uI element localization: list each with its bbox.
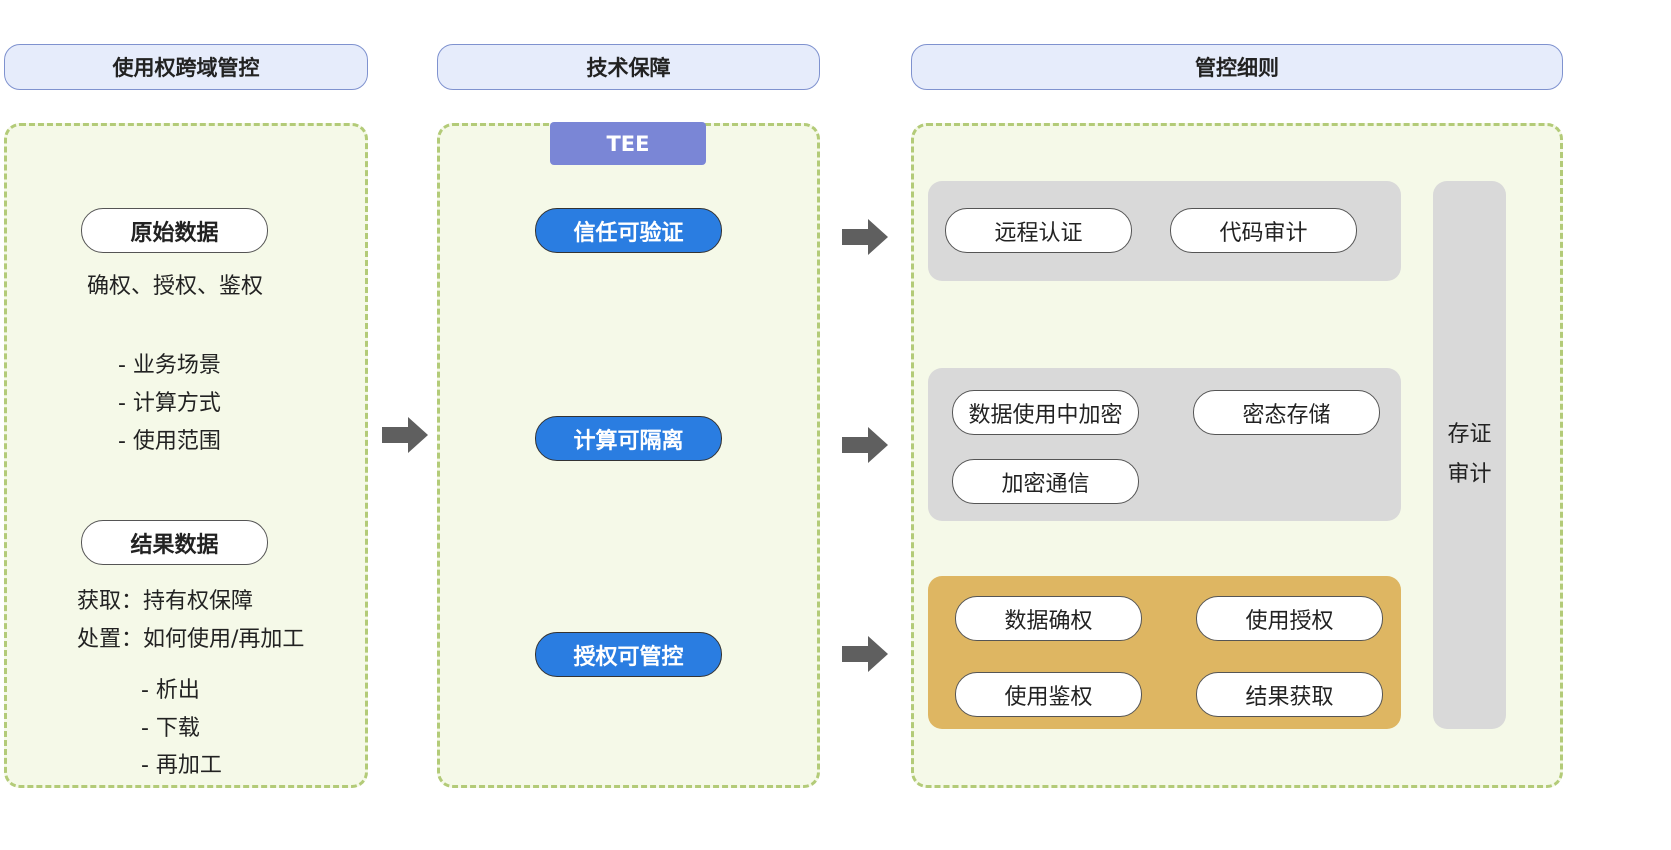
compute-isolation: 计算可隔离 [535, 416, 722, 461]
raw-data-label: 原始数据 [81, 208, 268, 253]
arrow-right-icon [842, 427, 888, 463]
evidence-audit-bar: 存证 审计 [1433, 181, 1506, 729]
evidence-text: 存证 [1447, 422, 1492, 447]
result-data-text: 结果数据 [130, 532, 219, 558]
result-data-label: 结果数据 [81, 520, 268, 565]
audit-text: 审计 [1447, 462, 1492, 487]
remote-attestation-text: 远程认证 [994, 220, 1083, 246]
data-in-use-encryption-text: 数据使用中加密 [968, 402, 1123, 428]
header-tech-guarantee: 技术保障 [437, 44, 820, 90]
header-tech-guarantee-label: 技术保障 [586, 56, 671, 80]
raw-item: - 使用范围 [118, 429, 221, 454]
result-item: - 析出 [141, 678, 200, 703]
remote-attestation: 远程认证 [945, 208, 1132, 253]
auth-controllable: 授权可管控 [535, 632, 722, 677]
trust-verifiable-text: 信任可验证 [573, 220, 684, 246]
data-in-use-encryption: 数据使用中加密 [952, 390, 1139, 435]
result-acquisition: 结果获取 [1196, 672, 1383, 717]
tee-label: TEE [550, 122, 706, 165]
arrow-right-icon [382, 417, 428, 453]
usage-authentication: 使用鉴权 [955, 672, 1142, 717]
code-audit: 代码审计 [1170, 208, 1357, 253]
raw-item: - 计算方式 [118, 391, 221, 416]
encrypted-storage-text: 密态存储 [1242, 402, 1331, 428]
result-item: - 下载 [141, 716, 200, 741]
raw-item: - 业务场景 [118, 353, 221, 378]
encrypted-storage: 密态存储 [1193, 390, 1380, 435]
compute-isolation-text: 计算可隔离 [573, 428, 684, 454]
header-control-rules: 管控细则 [911, 44, 1563, 90]
header-control-rules-label: 管控细则 [1195, 56, 1279, 80]
header-usage-control-label: 使用权跨域管控 [112, 56, 260, 80]
raw-data-text: 原始数据 [130, 220, 219, 246]
raw-data-desc: 确权、授权、鉴权 [87, 274, 264, 299]
header-usage-control: 使用权跨域管控 [4, 44, 368, 90]
trust-verifiable: 信任可验证 [535, 208, 722, 253]
arrow-right-icon [842, 219, 888, 255]
result-item: - 再加工 [141, 753, 222, 778]
usage-authorization: 使用授权 [1196, 596, 1383, 641]
data-ownership: 数据确权 [955, 596, 1142, 641]
result-line: 获取：持有权保障 [77, 589, 254, 614]
arrow-right-icon [842, 636, 888, 672]
encrypted-communication-text: 加密通信 [1001, 471, 1090, 497]
result-line: 处置：如何使用/再加工 [77, 627, 305, 652]
data-ownership-text: 数据确权 [1004, 608, 1093, 634]
code-audit-text: 代码审计 [1219, 220, 1308, 246]
auth-controllable-text: 授权可管控 [573, 644, 684, 670]
tee-text: TEE [606, 131, 650, 156]
encrypted-communication: 加密通信 [952, 459, 1139, 504]
result-acquisition-text: 结果获取 [1245, 684, 1334, 710]
usage-authentication-text: 使用鉴权 [1004, 684, 1093, 710]
usage-authorization-text: 使用授权 [1245, 608, 1334, 634]
